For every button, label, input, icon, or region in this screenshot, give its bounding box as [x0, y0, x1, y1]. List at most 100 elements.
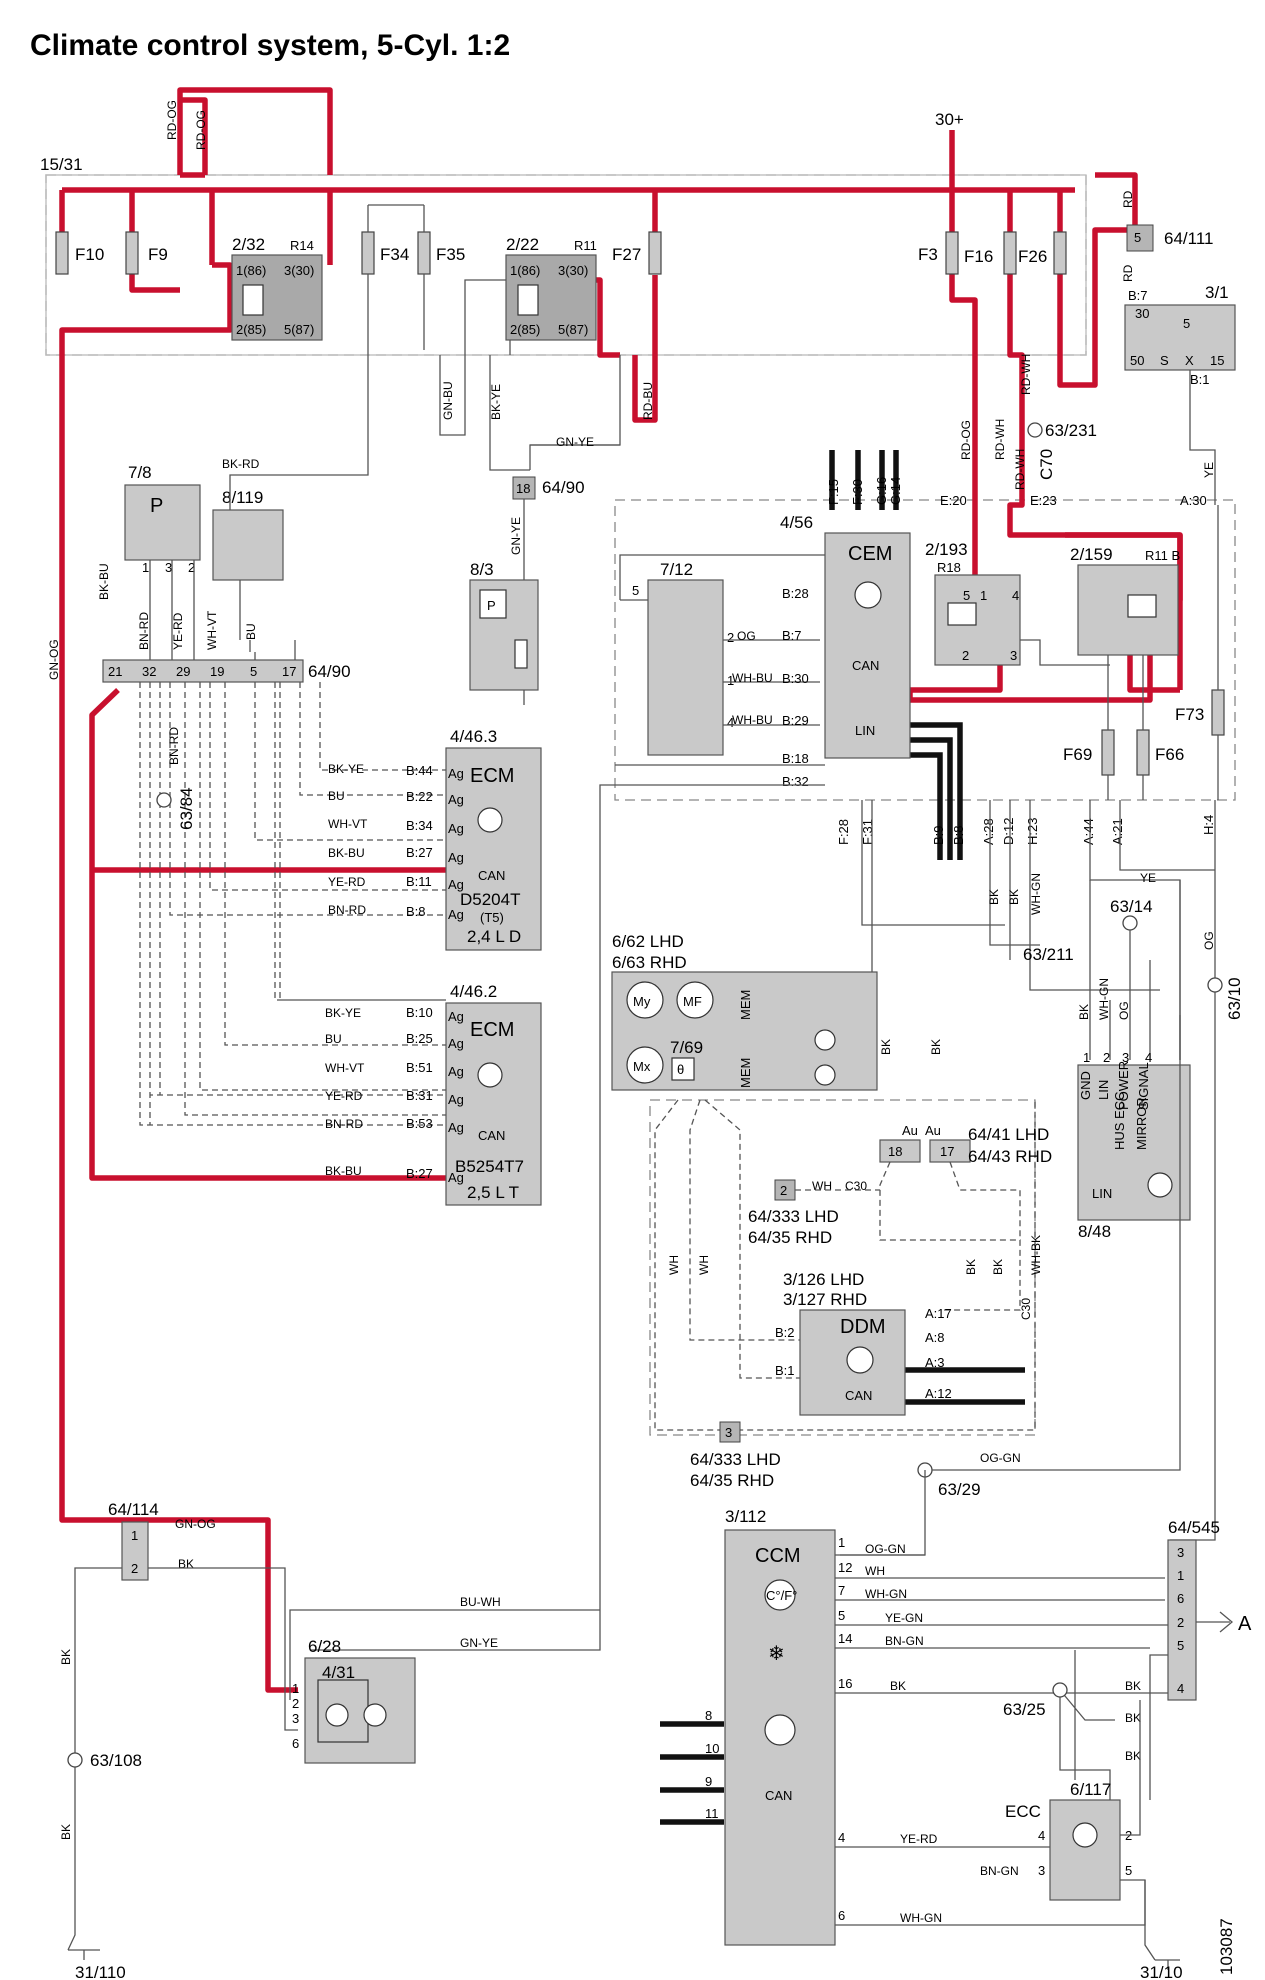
svg-text:29: 29: [176, 664, 190, 679]
svg-text:2: 2: [780, 1183, 787, 1198]
svg-text:F:28: F:28: [836, 819, 851, 845]
fuse-f3: F3: [918, 231, 959, 275]
svg-text:8: 8: [705, 1708, 712, 1723]
svg-text:21: 21: [108, 664, 122, 679]
svg-text:B:34: B:34: [406, 818, 433, 833]
svg-text:64/545: 64/545: [1168, 1518, 1220, 1537]
svg-text:MEM: MEM: [738, 1058, 753, 1088]
ccm-pins: 1 12 7 5 14 16 4 6 8 10 9 11: [705, 1535, 852, 1923]
svg-text:Au: Au: [925, 1123, 941, 1138]
svg-text:A:28: A:28: [981, 818, 996, 845]
svg-text:8/3: 8/3: [470, 560, 494, 579]
svg-text:63/231: 63/231: [1045, 421, 1097, 440]
wire-label-bn-rd-1: BN-RD: [137, 612, 151, 650]
svg-text:18: 18: [888, 1144, 902, 1159]
svg-text:B:32: B:32: [782, 774, 809, 789]
dashed-wires-to-ecm: [139, 682, 446, 1126]
svg-text:2: 2: [1177, 1615, 1184, 1630]
svg-text:BN-RD: BN-RD: [325, 1117, 363, 1131]
svg-text:RD-WH: RD-WH: [1013, 449, 1027, 490]
svg-text:F27: F27: [612, 245, 641, 264]
relay-2-32: 2/32 R14 1(86) 3(30) 2(85) 5(87): [231, 235, 323, 341]
svg-text:1: 1: [838, 1535, 845, 1550]
splice-63-25: 63/25: [1003, 1682, 1068, 1719]
relay-2-22: 2/22 R11 1(86) 3(30) 2(85) 5(87): [505, 235, 597, 341]
svg-text:31/10: 31/10: [1140, 1963, 1183, 1980]
svg-text:2: 2: [727, 630, 734, 645]
wire-cem-bottom: [289, 764, 1216, 1700]
term-30-label: 30+: [935, 110, 964, 129]
relay-2-159: 2/159 R11 B: [1070, 545, 1180, 656]
svg-text:63/10: 63/10: [1225, 977, 1244, 1020]
svg-text:Ag: Ag: [448, 1120, 464, 1135]
svg-text:E:20: E:20: [940, 493, 967, 508]
svg-text:B:1: B:1: [775, 1363, 795, 1378]
svg-text:63/108: 63/108: [90, 1751, 142, 1770]
svg-text:C70: C70: [1037, 449, 1056, 480]
svg-text:BN-RD: BN-RD: [328, 903, 366, 917]
svg-text:11: 11: [705, 1806, 719, 1821]
svg-text:BK: BK: [178, 1557, 194, 1571]
svg-text:BU-WH: BU-WH: [460, 1595, 501, 1609]
svg-text:WH-GN: WH-GN: [865, 1587, 907, 1601]
svg-text:1: 1: [980, 588, 987, 603]
ground-31-110: 31/110: [68, 1949, 126, 1980]
svg-text:6/63 RHD: 6/63 RHD: [612, 953, 687, 972]
black-bundle-ccm: [660, 1721, 724, 1825]
svg-text:POWER: POWER: [1116, 1061, 1131, 1110]
wire-label-rd-og-2: RD-OG: [194, 110, 208, 150]
driver-door-module-3-126: 3/126 LHD 3/127 RHD DDM CAN A:17 A:8 B:2…: [775, 1270, 952, 1416]
ecm-4-46-2: 4/46.2 ECM CAN B5254T7 2,5 L T: [445, 982, 542, 1206]
svg-text:A:44: A:44: [1081, 818, 1096, 845]
svg-text:6/62 LHD: 6/62 LHD: [612, 932, 684, 951]
svg-text:A:8: A:8: [925, 1330, 945, 1345]
svg-text:7/69: 7/69: [670, 1038, 703, 1057]
svg-text:1: 1: [1177, 1568, 1184, 1583]
svg-text:B:7: B:7: [782, 628, 802, 643]
svg-text:F10: F10: [75, 245, 104, 264]
svg-text:F:30: F:30: [850, 479, 865, 505]
svg-text:BU: BU: [328, 789, 345, 803]
svg-text:Ag: Ag: [448, 1036, 464, 1051]
wire-3-1-ye: [1189, 370, 1216, 505]
svg-text:CEM: CEM: [848, 543, 892, 565]
svg-text:4/31: 4/31: [322, 1663, 355, 1682]
fuse-f9: F9: [125, 231, 168, 275]
svg-text:HUS ECC: HUS ECC: [1112, 1091, 1127, 1150]
svg-text:YE-RD: YE-RD: [328, 875, 366, 889]
svg-text:2/22: 2/22: [506, 235, 539, 254]
svg-text:64/90: 64/90: [542, 478, 585, 497]
svg-text:WH: WH: [697, 1255, 711, 1275]
svg-text:7: 7: [838, 1583, 845, 1598]
svg-text:63/14: 63/14: [1110, 897, 1153, 916]
svg-text:B:53: B:53: [406, 1116, 433, 1131]
svg-text:BK-RD: BK-RD: [222, 457, 260, 471]
svg-text:5: 5: [838, 1608, 845, 1623]
svg-text:DDM: DDM: [840, 1316, 886, 1338]
svg-text:3(30): 3(30): [284, 263, 314, 278]
fuse-f34: F34: [361, 231, 409, 275]
svg-text:5: 5: [250, 664, 257, 679]
svg-text:CAN: CAN: [478, 868, 505, 883]
svg-text:G:14: G:14: [888, 477, 903, 505]
svg-text:CAN: CAN: [845, 1388, 872, 1403]
svg-text:3: 3: [1122, 1050, 1129, 1065]
svg-text:3(30): 3(30): [558, 263, 588, 278]
svg-text:31/110: 31/110: [75, 1963, 126, 1980]
svg-text:A:3: A:3: [925, 1355, 945, 1370]
svg-text:B:25: B:25: [406, 1031, 433, 1046]
svg-text:6/28: 6/28: [308, 1637, 341, 1656]
connector-strip-64-90: 21 32 29 19 5 17 64/90: [102, 659, 351, 683]
svg-text:B:31: B:31: [406, 1088, 433, 1103]
svg-text:2: 2: [131, 1561, 138, 1576]
svg-text:B:11: B:11: [406, 874, 432, 889]
svg-text:Ag: Ag: [448, 1092, 464, 1107]
svg-text:17: 17: [282, 664, 296, 679]
black-bundle-cem-top: [829, 450, 899, 510]
svg-text:2: 2: [962, 648, 969, 663]
svg-text:BN-GN: BN-GN: [980, 1864, 1019, 1878]
svg-text:2: 2: [1103, 1050, 1110, 1065]
svg-text:6: 6: [838, 1908, 845, 1923]
svg-text:C30: C30: [845, 1179, 867, 1193]
